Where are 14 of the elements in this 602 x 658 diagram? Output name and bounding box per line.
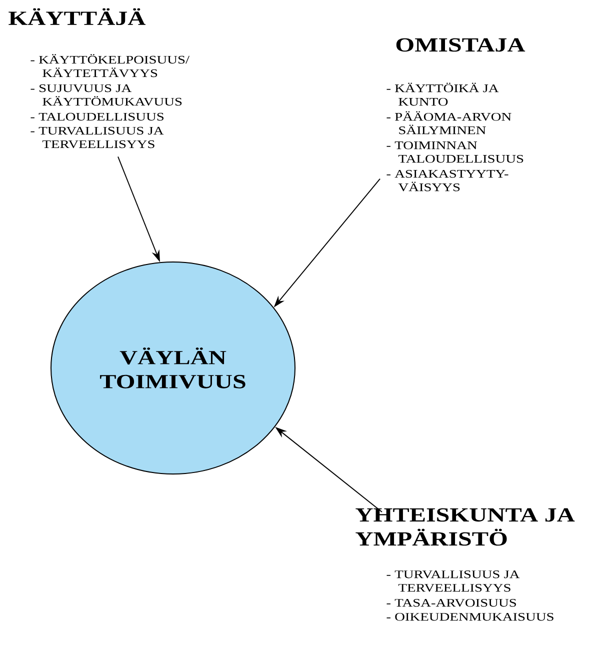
list-item: - SUJUVUUS JA KÄYTTÖMUKAVUUS bbox=[30, 84, 182, 106]
heading: OMISTAJA bbox=[396, 38, 526, 52]
list-item: - TASA-ARVOISUUS bbox=[386, 599, 516, 607]
heading: KÄYTTÄJÄ bbox=[8, 8, 146, 26]
list-item: - KÄYTTÖKELPOISUUS/ KÄYTETTÄVYYS bbox=[30, 54, 190, 78]
list-item: - TOIMINNAN TALOUDELLISUUS bbox=[386, 141, 524, 163]
heading: YHTEISKUNTA JA YMPÄRISTÖ bbox=[356, 508, 575, 546]
list-item: - ASIAKASTYYTY-VÄISYYS bbox=[386, 170, 508, 192]
list-item: - KÄYTTÖIKÄ JA KUNTO bbox=[386, 82, 499, 106]
list-item: - OIKEUDENMUKAISUUS bbox=[386, 613, 554, 621]
list-item: - PÄÄOMA-ARVON SÄILYMINEN bbox=[386, 111, 512, 134]
list-item: - TURVALLISUUS JA TERVEELLISYYS bbox=[386, 570, 520, 592]
list-item: - TURVALLISUUS JA TERVEELLISYYS bbox=[30, 126, 164, 148]
list-item: - TALOUDELLISUUS bbox=[30, 112, 164, 121]
